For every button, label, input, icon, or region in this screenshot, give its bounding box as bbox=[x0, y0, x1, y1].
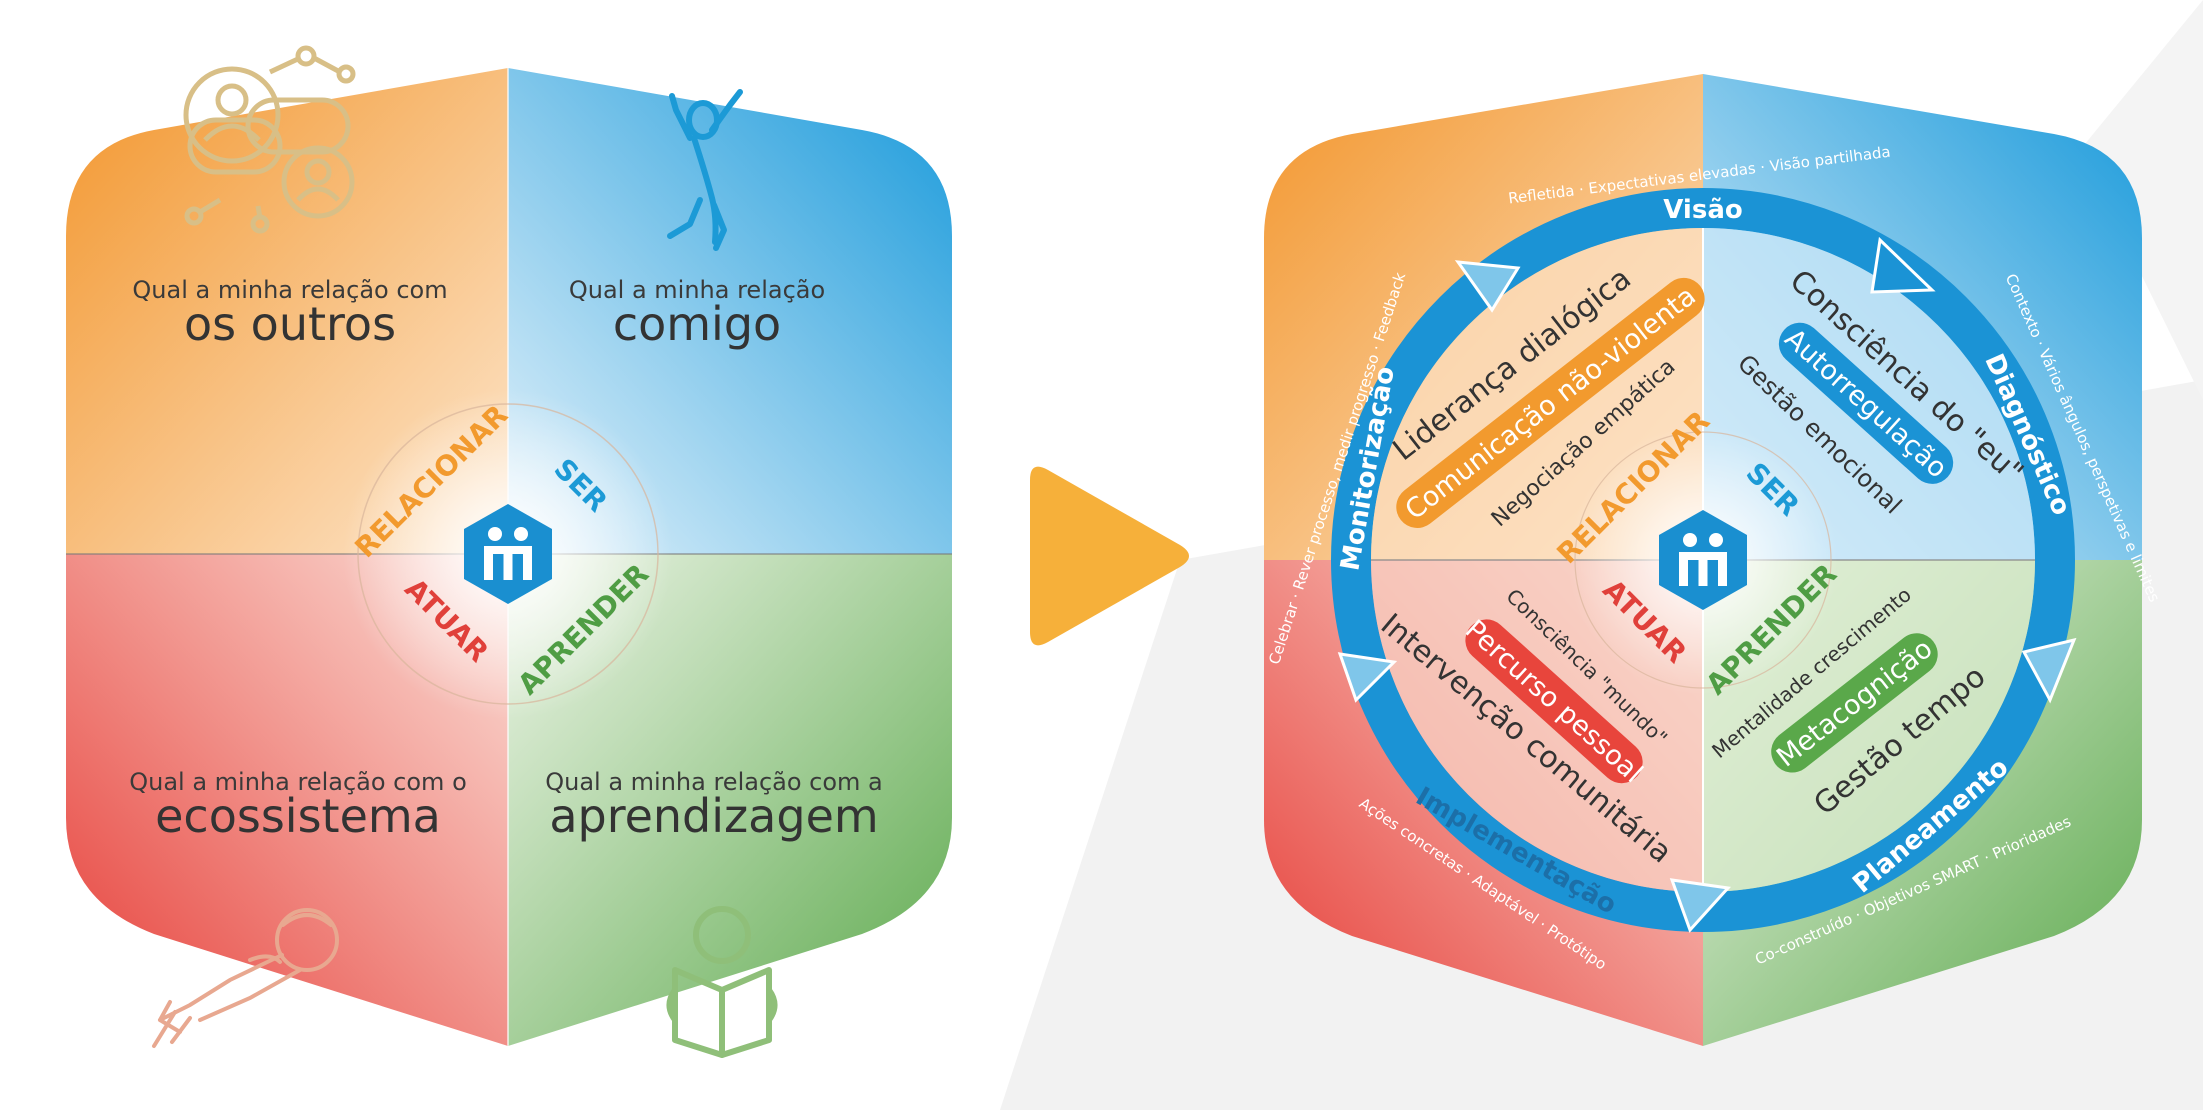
question-small-ecossistema: Qual a minha relação com o bbox=[129, 768, 467, 796]
right-center-ring bbox=[1574, 431, 1832, 689]
next-arrow-icon bbox=[1030, 466, 1189, 646]
ring-label-visao: Visão bbox=[1663, 195, 1742, 225]
question-small-comigo: Qual a minha relação bbox=[569, 276, 825, 304]
skill-pill-metacognicao bbox=[1771, 633, 1938, 773]
left-center-ring bbox=[357, 403, 659, 705]
question-big-aprendizagem: aprendizagem bbox=[549, 789, 878, 843]
question-big-comigo: comigo bbox=[613, 297, 781, 351]
question-small-aprendizagem: Qual a minha relação com a bbox=[545, 768, 883, 796]
question-big-ecossistema: ecossistema bbox=[155, 789, 441, 843]
skill-pill-autorregulacao bbox=[1778, 322, 1954, 484]
background-shape bbox=[2080, 0, 2203, 400]
astronaut-rocket-icon bbox=[152, 908, 339, 1048]
logo-icon bbox=[1659, 510, 1747, 610]
ring-arrow-icon bbox=[1454, 260, 1521, 313]
jumping-person-icon bbox=[667, 89, 743, 251]
question-big-outros: os outros bbox=[184, 297, 396, 351]
reading-person-icon bbox=[666, 906, 778, 1058]
ring-arrow-icon bbox=[1669, 878, 1732, 933]
question-small-outros: Qual a minha relação com bbox=[132, 276, 447, 304]
skill-pill-cnv bbox=[1396, 277, 1705, 528]
logo-icon bbox=[464, 504, 552, 604]
people-network-icon bbox=[183, 45, 356, 234]
left-hexagon bbox=[66, 68, 952, 1046]
ring-arrow-icon bbox=[1870, 236, 1936, 294]
skill-pill-percurso bbox=[1465, 619, 1643, 784]
ring-arrow-icon bbox=[1337, 652, 1398, 703]
ring-arrow-icon bbox=[2021, 637, 2077, 704]
